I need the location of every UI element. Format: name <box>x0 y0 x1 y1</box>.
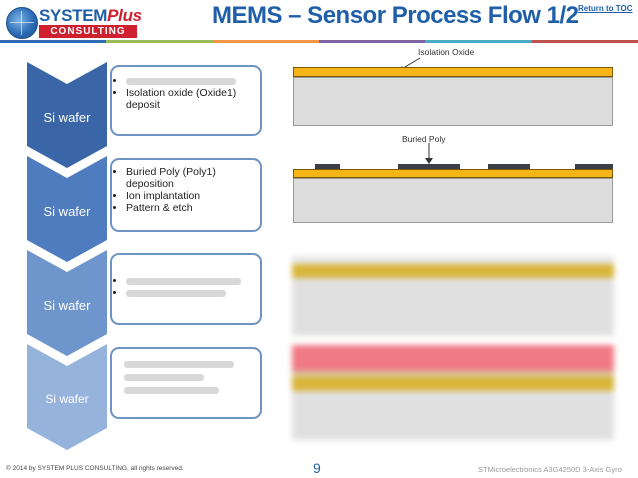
si-wafer <box>293 77 613 126</box>
step-box-2: Buried Poly (Poly1) deposition Ion impla… <box>110 158 262 232</box>
step-bullet: Isolation oxide (Oxide1) deposit <box>126 87 260 111</box>
rule-segment <box>425 40 532 43</box>
rule-segment <box>531 40 638 43</box>
blurred-diagram-3 <box>292 256 614 336</box>
step-bullet <box>126 287 260 299</box>
step-box-3 <box>110 253 262 325</box>
si-wafer <box>293 178 613 223</box>
buried-poly-label: Buried Poly <box>402 134 446 144</box>
poly-segment <box>488 164 530 169</box>
rule-segment <box>318 40 426 43</box>
step-box-1: Isolation oxide (Oxide1) deposit <box>110 65 262 136</box>
step-box-4 <box>110 347 262 419</box>
oxide-layer <box>293 169 613 178</box>
rule-segment <box>0 40 107 43</box>
step-chevron-2: Si wafer <box>27 156 107 262</box>
header-color-rule <box>0 40 638 43</box>
blurred-text <box>124 387 219 394</box>
poly-segment <box>575 164 613 169</box>
copyright-notice: © 2014 by SYSTEM PLUS CONSULTING, all ri… <box>6 465 184 472</box>
poly-segment <box>398 164 460 169</box>
company-logo: SYSTEMPlus CONSULTING <box>6 6 142 42</box>
blurred-text <box>126 277 241 285</box>
arrow-icon <box>425 143 433 164</box>
poly-segment <box>315 164 340 169</box>
return-to-toc-link[interactable]: Return to TOC <box>578 4 633 13</box>
blurred-text <box>126 77 236 85</box>
product-name: STMicroelectronics A3G4250D 3-Axis Gyro <box>478 465 622 474</box>
page-title: MEMS – Sensor Process Flow 1/2 <box>212 2 579 29</box>
logo-top-text: SYSTEMPlus <box>39 6 142 25</box>
step-chevron-1: Si wafer <box>27 62 107 168</box>
step-bullet: Ion implantation <box>126 190 260 202</box>
blurred-text <box>126 289 226 297</box>
step-label: Si wafer <box>45 392 89 406</box>
blurred-diagram-4 <box>292 345 614 440</box>
step-label: Si wafer <box>43 204 91 219</box>
step-bullet: Pattern & etch <box>126 202 260 214</box>
blurred-content <box>112 349 260 394</box>
step-label: Si wafer <box>43 298 91 313</box>
page-number: 9 <box>313 460 321 476</box>
isolation-oxide-label: Isolation Oxide <box>418 47 475 57</box>
step-chevron-3: Si wafer <box>27 250 107 356</box>
step-bullet <box>126 75 260 87</box>
blurred-text <box>124 361 234 368</box>
logo-bottom-text: CONSULTING <box>39 25 137 38</box>
oxide-layer <box>293 67 613 77</box>
step-bullet <box>126 275 260 287</box>
blurred-text <box>124 374 204 381</box>
globe-icon <box>6 7 38 39</box>
rule-segment <box>106 40 213 43</box>
rule-segment <box>212 40 319 43</box>
step-label: Si wafer <box>43 110 91 125</box>
step-bullet: Buried Poly (Poly1) deposition <box>126 166 260 190</box>
step-chevron-4: Si wafer <box>27 344 107 452</box>
